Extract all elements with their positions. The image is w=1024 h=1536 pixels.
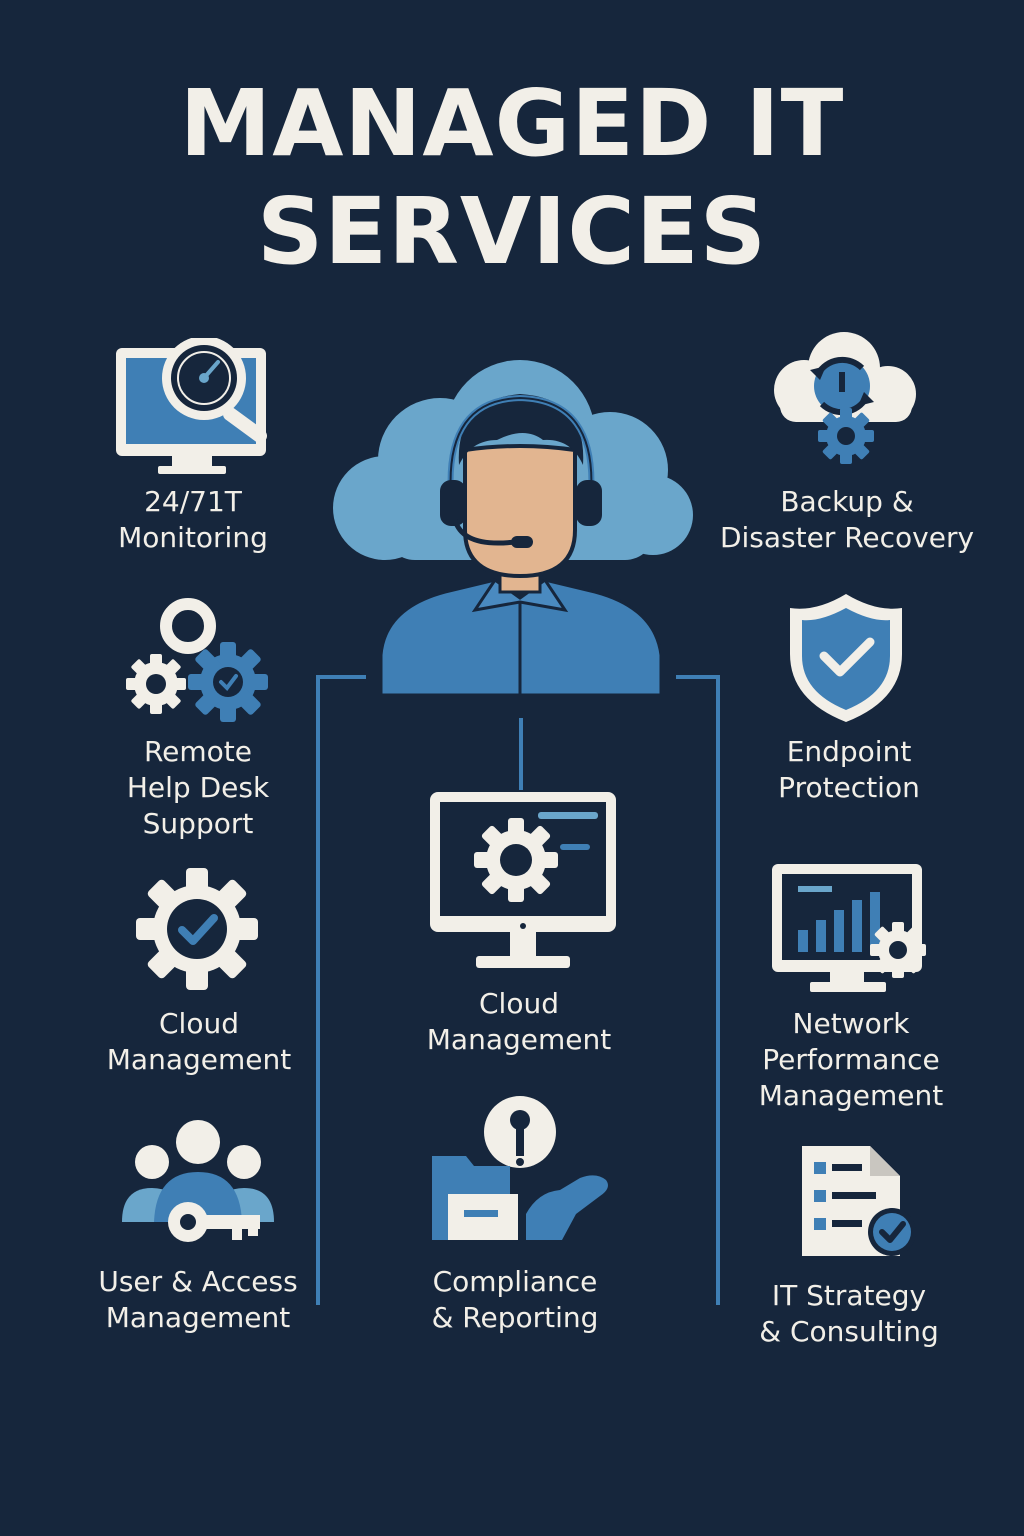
page-title-line-2: SERVICES bbox=[256, 178, 767, 285]
label-backup-line-1: Backup & bbox=[780, 485, 914, 518]
checklist-document-icon bbox=[802, 1146, 916, 1256]
label-strategy-line-1: IT Strategy bbox=[771, 1279, 927, 1312]
label-helpdesk-line-1: Remote bbox=[143, 735, 253, 768]
label-endpoint-line-1: Endpoint bbox=[786, 735, 912, 768]
support-agent-icon bbox=[333, 360, 693, 697]
label-strategy: IT Strategy & Consulting bbox=[730, 1278, 968, 1350]
label-backup-line-2: Disaster Recovery bbox=[719, 521, 975, 554]
label-network: Network Performance Management bbox=[732, 1006, 970, 1114]
label-cloud-center-line-1: Cloud bbox=[479, 987, 559, 1020]
label-monitoring-line-2: Monitoring bbox=[118, 521, 268, 554]
label-endpoint: Endpoint Protection bbox=[730, 734, 968, 806]
label-cloud-left-line-1: Cloud bbox=[159, 1007, 239, 1040]
label-monitoring-line-1: 24/71T bbox=[144, 485, 242, 518]
label-compliance: Compliance & Reporting bbox=[396, 1264, 634, 1336]
label-monitoring: 24/71T Monitoring bbox=[72, 484, 314, 556]
cloud-sync-gear-icon bbox=[774, 332, 916, 464]
page-title-line-1: MANAGED IT bbox=[179, 70, 845, 177]
label-network-line-1: Network bbox=[792, 1007, 910, 1040]
label-compliance-line-2: & Reporting bbox=[431, 1301, 599, 1334]
label-access-line-1: User & Access bbox=[98, 1265, 298, 1298]
label-strategy-line-2: & Consulting bbox=[759, 1315, 939, 1348]
label-access-line-2: Management bbox=[105, 1301, 291, 1334]
monitor-chart-gear-icon bbox=[772, 864, 926, 992]
label-helpdesk: Remote Help Desk Support bbox=[80, 734, 316, 842]
monitor-gear-icon bbox=[430, 792, 616, 968]
label-cloud-left: Cloud Management bbox=[80, 1006, 318, 1078]
label-compliance-line-1: Compliance bbox=[432, 1265, 598, 1298]
label-network-line-3: Management bbox=[758, 1079, 944, 1112]
label-cloud-center: Cloud Management bbox=[400, 986, 638, 1058]
label-network-line-2: Performance bbox=[762, 1043, 940, 1076]
label-helpdesk-line-2: Help Desk bbox=[126, 771, 270, 804]
gear-check-icon bbox=[136, 868, 258, 990]
label-backup: Backup & Disaster Recovery bbox=[702, 484, 992, 556]
label-endpoint-line-2: Protection bbox=[778, 771, 920, 804]
folder-hand-icon bbox=[432, 1096, 608, 1240]
shield-check-icon bbox=[790, 594, 902, 722]
label-cloud-center-line-2: Management bbox=[426, 1023, 612, 1056]
label-helpdesk-line-3: Support bbox=[142, 807, 254, 840]
label-access: User & Access Management bbox=[78, 1264, 318, 1336]
laptop-magnifier-gauge-icon bbox=[116, 338, 267, 474]
users-key-icon bbox=[122, 1120, 274, 1242]
label-cloud-left-line-2: Management bbox=[106, 1043, 292, 1076]
gears-icon bbox=[126, 598, 268, 722]
